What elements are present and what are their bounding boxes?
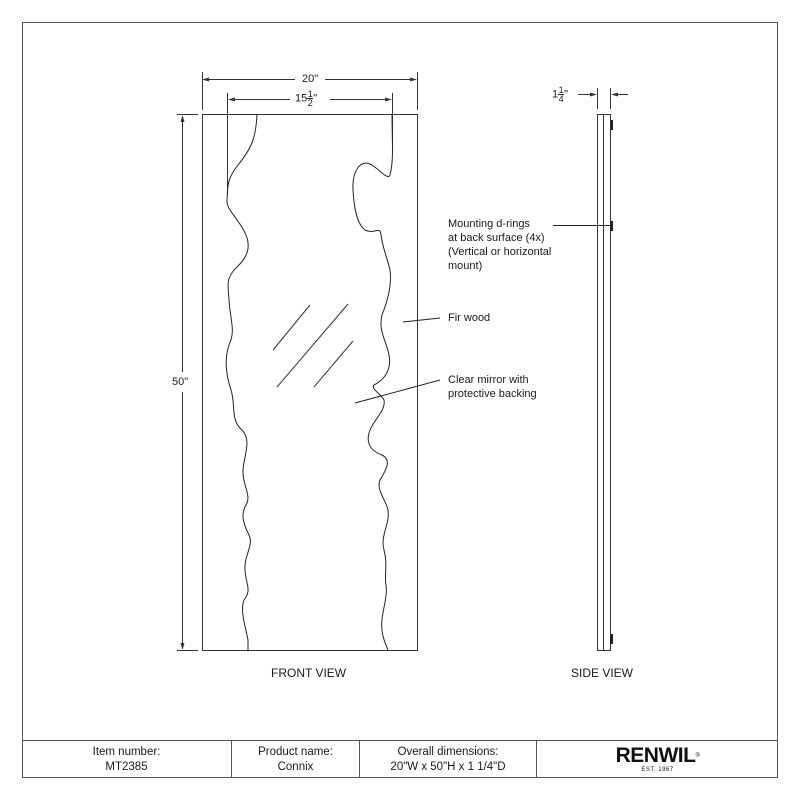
product-name-cell: Product name: Connix — [232, 741, 360, 778]
front-view-frame-outline — [202, 114, 418, 651]
width-dimension-label: 20" — [300, 73, 321, 85]
dimensions-cell: Overall dimensions: 20"W x 50"H x 1 1/4"… — [360, 741, 537, 778]
callout-line: protective backing — [448, 388, 537, 400]
fir-wood-callout: Fir wood — [448, 312, 491, 324]
inner-width-whole: 15 — [295, 92, 308, 105]
brand-wordmark: RENWIL® — [615, 743, 700, 767]
d-ring-markers — [610, 120, 613, 644]
brand-name: RENWIL — [615, 743, 696, 767]
inner-width-suffix: " — [313, 92, 318, 105]
mirror-callout: Clear mirror with protective backing — [448, 373, 537, 401]
callout-line: Clear mirror with — [448, 374, 529, 386]
side-view-label: SIDE VIEW — [571, 666, 634, 680]
product-name-value: Connix — [277, 760, 314, 773]
brand-tagline: EST. 1967 — [641, 766, 674, 773]
depth-whole: 1 — [552, 88, 559, 101]
depth-suffix: " — [564, 88, 569, 101]
brand-cell: RENWIL® EST. 1967 — [537, 741, 778, 778]
item-number-label: Item number: — [92, 745, 161, 758]
fraction-denominator: 4 — [558, 94, 564, 104]
drawing-frame — [22, 22, 778, 778]
item-number-cell: Item number: MT2385 — [22, 741, 232, 778]
dimensions-value: 20"W x 50"H x 1 1/4"D — [390, 760, 506, 773]
product-name-label: Product name: — [258, 745, 333, 758]
item-number-value: MT2385 — [105, 760, 148, 773]
callout-line: mount) — [448, 260, 483, 272]
dimensions-label: Overall dimensions: — [397, 745, 499, 758]
side-view-outline — [578, 88, 628, 651]
height-dimension-label: 50" — [170, 376, 191, 388]
brand-logo: RENWIL® EST. 1967 — [615, 743, 700, 774]
title-block: Item number: MT2385 Product name: Connix… — [22, 740, 778, 778]
mirror-glint-lines — [272, 303, 354, 388]
callout-line: (Vertical or horizontal — [448, 246, 552, 258]
mirror-outline — [225, 113, 393, 651]
callout-line: at back surface (4x) — [448, 232, 545, 244]
registered-mark: ® — [695, 752, 700, 759]
callout-line: Mounting d-rings — [448, 218, 530, 230]
d-rings-callout: Mounting d-rings at back surface (4x) (V… — [448, 217, 551, 273]
fraction-denominator: 2 — [307, 98, 313, 108]
fraction-numerator: 1 — [558, 85, 564, 95]
front-view-label: FRONT VIEW — [271, 666, 347, 680]
fraction-numerator: 1 — [307, 89, 313, 99]
